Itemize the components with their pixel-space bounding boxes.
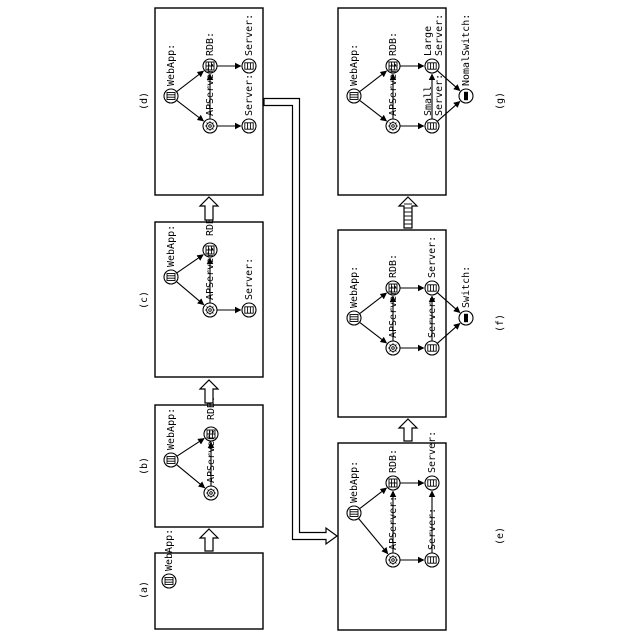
panel-g: (g)WebApp:RDB:APServer:SmallServer:Large… bbox=[338, 8, 506, 195]
node-label: RDB: bbox=[388, 32, 399, 56]
panel-b-caption: (b) bbox=[139, 457, 150, 475]
node-label: Server: bbox=[427, 431, 438, 473]
node-server: Server: bbox=[425, 296, 439, 355]
transition-arrow-e-f bbox=[399, 419, 417, 441]
node-webapp: WebApp: bbox=[347, 266, 361, 325]
node-label: Switch: bbox=[461, 266, 472, 308]
node-server: Server: bbox=[425, 431, 439, 490]
node-label: Server: bbox=[427, 296, 438, 338]
node-label: WebApp: bbox=[349, 461, 360, 503]
node-apserver: APServer: bbox=[386, 284, 400, 355]
node-label: Server: bbox=[427, 508, 438, 550]
node-webapp: WebApp: bbox=[347, 461, 361, 520]
transition-arrow-d-e bbox=[264, 99, 337, 545]
node-server: Server: bbox=[242, 74, 256, 133]
switch-icon bbox=[464, 314, 468, 322]
node-label: Server: bbox=[244, 74, 255, 116]
node-label: APServer: bbox=[206, 429, 217, 483]
panel-c-caption: (c) bbox=[139, 291, 150, 309]
node-rdb: RDB: bbox=[386, 449, 400, 490]
transition-arrow-f-g bbox=[399, 197, 417, 228]
node-label: APServer: bbox=[205, 62, 216, 116]
node-label: WebApp: bbox=[349, 266, 360, 308]
panel-f: (f) WebApp: RDB: APServer: Server: Server: Swi… bbox=[338, 230, 506, 417]
node-server: Server: bbox=[425, 236, 439, 295]
node-label: RDB: bbox=[205, 32, 216, 56]
panel-c: (c)WebApp:RDB:APServer:Server: bbox=[139, 212, 263, 377]
node-label: WebApp: bbox=[164, 529, 175, 571]
transition-arrow-a-b bbox=[200, 529, 218, 551]
node-label: APServer: bbox=[388, 62, 399, 116]
panel-a-caption: (a) bbox=[139, 581, 150, 599]
node-label: WebApp: bbox=[349, 44, 360, 86]
panel-g-caption: (g) bbox=[495, 92, 506, 110]
node-server: Server: bbox=[425, 508, 439, 567]
node-switch: NomalSwitch: bbox=[459, 14, 473, 103]
node-webapp: WebApp: bbox=[164, 44, 178, 103]
node-webapp: WebApp: bbox=[162, 529, 176, 588]
panel-e: (e) WebApp: RDB: APServer: Server: Server: bbox=[338, 431, 506, 630]
node-webapp: WebApp: bbox=[164, 408, 178, 467]
node-label: NomalSwitch: bbox=[461, 14, 472, 86]
panel-a: (a) WebApp: bbox=[139, 529, 263, 629]
node-label: RDB: bbox=[388, 449, 399, 473]
node-webapp: WebApp: bbox=[347, 44, 361, 103]
node-label: WebApp: bbox=[166, 44, 177, 86]
node-switch: Switch: bbox=[459, 266, 473, 325]
node-apserver: APServer: bbox=[203, 246, 217, 317]
node-label: RDB: bbox=[388, 254, 399, 278]
node-label: WebApp: bbox=[166, 225, 177, 267]
node-label: Server: bbox=[427, 236, 438, 278]
node-label: APServer: bbox=[388, 496, 399, 550]
switch-icon bbox=[464, 92, 468, 100]
node-label: APServer: bbox=[205, 246, 216, 300]
panel-f-caption: (f) bbox=[495, 314, 506, 332]
node-label: Server: bbox=[244, 14, 255, 56]
node-webapp: WebApp: bbox=[164, 225, 178, 284]
panel-d-caption: (d) bbox=[139, 92, 150, 110]
panel-e-caption: (e) bbox=[495, 527, 506, 545]
node-apserver: APServer: bbox=[204, 429, 218, 500]
node-apserver: APServer: bbox=[203, 62, 217, 133]
node-server: Server: bbox=[242, 258, 256, 317]
node-label: Server: bbox=[244, 258, 255, 300]
node-apserver: APServer: bbox=[386, 496, 400, 567]
panel-b: (b)WebApp:RDB:APServer: bbox=[139, 396, 263, 527]
node-label: WebApp: bbox=[166, 408, 177, 450]
node-apserver: APServer: bbox=[386, 62, 400, 133]
node-server: Server: bbox=[242, 14, 256, 73]
node-label: APServer: bbox=[388, 284, 399, 338]
panel-d: (d) WebApp: RDB: APServer: Server: Server: bbox=[139, 8, 263, 195]
